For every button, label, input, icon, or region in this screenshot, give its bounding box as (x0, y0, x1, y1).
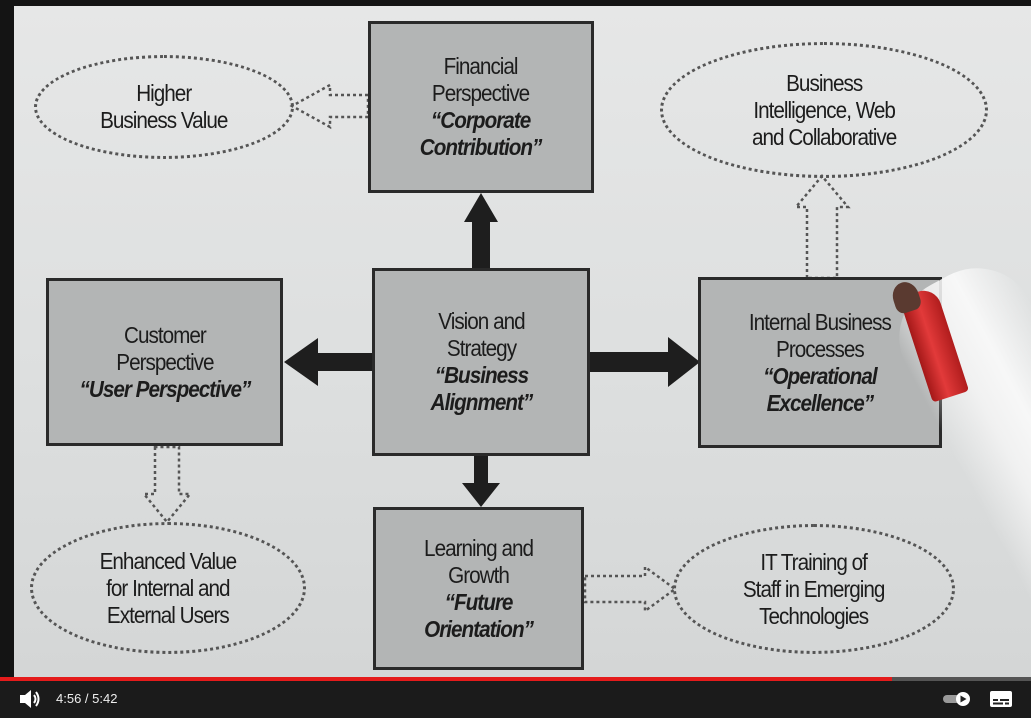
vision-italic-1: “Business (434, 362, 528, 388)
autoplay-toggle-icon[interactable] (942, 691, 972, 707)
enhanced-line-3: External Users (107, 601, 230, 628)
enhanced-line-2: for Internal and (106, 574, 230, 601)
internal-line-2: Processes (776, 335, 865, 362)
internal-italic-1: “Operational (763, 362, 877, 389)
internal-italic-2: Excellence” (766, 389, 874, 416)
customer-line-2: Perspective (115, 348, 214, 375)
learning-line-2: Growth (448, 561, 510, 588)
vision-line-1: Vision and (437, 308, 525, 334)
vision-line-2: Strategy (446, 335, 516, 361)
progress-bar-played (0, 677, 892, 681)
bi-line-1: Business (785, 69, 863, 96)
learning-italic-2: Orientation” (424, 615, 534, 642)
it-training-line-3: Technologies (759, 602, 870, 629)
financial-italic-1: “Corporate (431, 107, 531, 133)
dotted-arrow-left (289, 82, 370, 130)
volume-icon[interactable] (18, 688, 42, 710)
customer-line-1: Customer (123, 321, 207, 348)
arrow-left (284, 338, 374, 386)
it-training-line-2: Staff in Emerging (743, 575, 886, 602)
dotted-arrow-down (141, 445, 193, 524)
customer-perspective-box: Customer Perspective “User Perspective” (46, 278, 283, 446)
higher-business-value-oval: Higher Business Value (34, 55, 294, 159)
bi-line-3: and Collaborative (751, 123, 897, 150)
video-frame[interactable]: Financial Perspective “Corporate Contrib… (0, 0, 1031, 677)
arrow-right (588, 337, 700, 387)
dotted-arrow-right (583, 564, 678, 614)
customer-italic-1: “User Perspective” (79, 375, 251, 402)
enhanced-line-1: Enhanced Value (99, 547, 238, 574)
vision-italic-2: Alignment” (430, 389, 533, 415)
player-controls: 4:56 / 5:42 (0, 677, 1031, 718)
arrow-down (462, 454, 500, 507)
bi-line-2: Intelligence, Web (753, 96, 896, 123)
enhanced-value-oval: Enhanced Value for Internal and External… (30, 522, 306, 654)
higher-value-line-2: Business Value (100, 107, 228, 133)
bi-web-collaborative-oval: Business Intelligence, Web and Collabora… (660, 42, 988, 178)
higher-value-line-1: Higher (136, 80, 192, 106)
financial-perspective-box: Financial Perspective “Corporate Contrib… (368, 21, 594, 193)
financial-line-1: Financial (444, 53, 519, 79)
diagram-arrows (141, 82, 851, 614)
internal-line-1: Internal Business (749, 308, 892, 335)
learning-italic-1: “Future (444, 588, 514, 615)
time-display: 4:56 / 5:42 (56, 691, 118, 706)
learning-growth-box: Learning and Growth “Future Orientation” (373, 507, 584, 670)
progress-bar[interactable] (0, 677, 1031, 681)
vision-strategy-box: Vision and Strategy “Business Alignment” (372, 268, 590, 456)
financial-italic-2: Contribution” (420, 134, 543, 160)
dotted-arrow-up (793, 174, 851, 280)
arrow-up (464, 193, 498, 270)
captions-icon[interactable] (990, 691, 1012, 707)
financial-line-2: Perspective (432, 80, 530, 106)
internal-processes-box: Internal Business Processes “Operational… (698, 277, 942, 448)
it-training-oval: IT Training of Staff in Emerging Technol… (673, 524, 955, 654)
learning-line-1: Learning and (424, 534, 534, 561)
it-training-line-1: IT Training of (760, 548, 869, 575)
